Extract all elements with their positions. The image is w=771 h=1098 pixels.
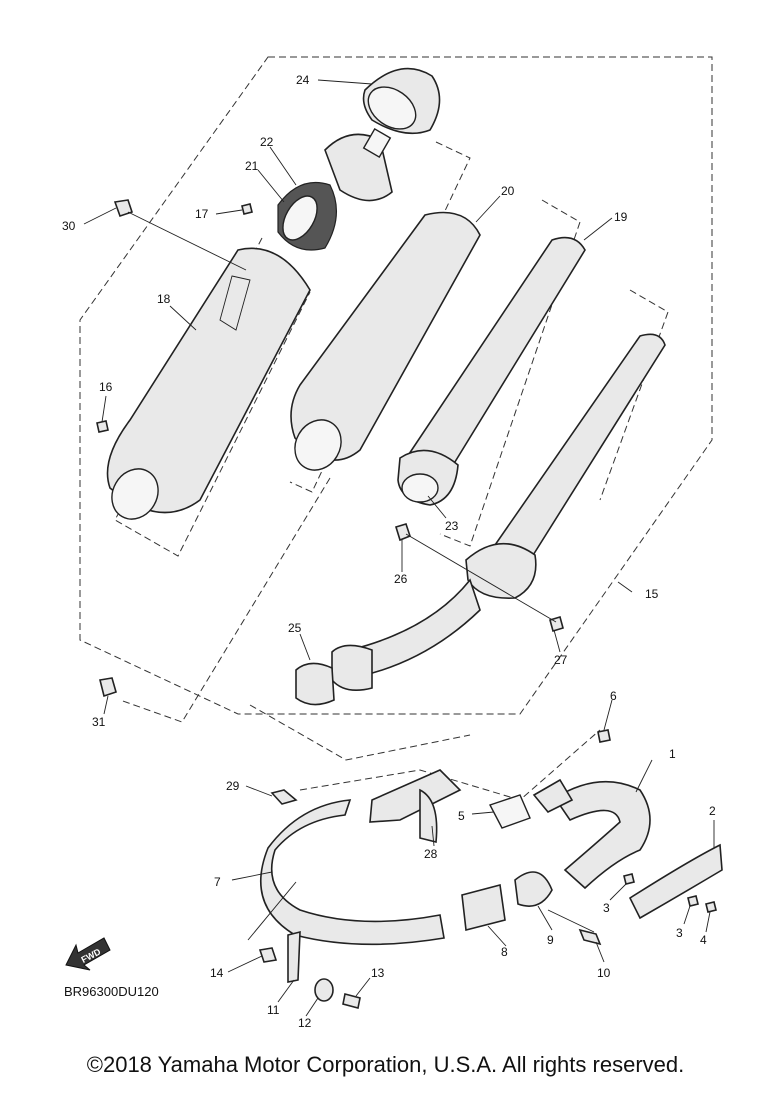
callout-26: 26: [394, 572, 408, 586]
fwd-arrow-icon: FWD: [65, 937, 111, 971]
part-1-header-pipe: [532, 778, 651, 890]
part-22-end-piece: [324, 128, 393, 202]
leader-lines: [83, 79, 715, 1017]
callout-15: 15: [645, 587, 659, 601]
part-5-gasket: [488, 794, 531, 829]
part-7-front-pipe: [260, 799, 445, 946]
callout-24: 24: [296, 73, 310, 87]
callout-12: 12: [298, 1016, 312, 1030]
callout-13: 13: [371, 966, 385, 980]
callout-3b: 3: [676, 926, 683, 940]
callout-31: 31: [92, 715, 106, 729]
callout-3a: 3: [603, 901, 610, 915]
callout-22: 22: [260, 135, 274, 149]
part-2-heat-guard: [628, 843, 723, 920]
callout-5: 5: [458, 809, 465, 823]
part-24-end-cap: [362, 67, 441, 135]
part-18-muffler-cover: [106, 247, 311, 520]
callout-16: 16: [99, 380, 113, 394]
callout-17: 17: [195, 207, 209, 221]
callout-10: 10: [597, 966, 611, 980]
callout-20: 20: [501, 184, 515, 198]
callout-29: 29: [226, 779, 240, 793]
callout-14: 14: [210, 966, 224, 980]
callout-4: 4: [700, 933, 707, 947]
callout-8: 8: [501, 945, 508, 959]
part-9-clamp: [514, 871, 553, 907]
callout-6: 6: [610, 689, 617, 703]
callout-11: 11: [267, 1003, 280, 1017]
callout-30: 30: [62, 219, 76, 233]
diagram-code: BR96300DU120: [64, 984, 159, 999]
callout-2: 2: [709, 804, 716, 818]
callout-21: 21: [245, 159, 259, 173]
callout-9: 9: [547, 933, 554, 947]
callout-25: 25: [288, 621, 302, 635]
callout-7: 7: [214, 875, 221, 889]
callout-19: 19: [614, 210, 628, 224]
part-19-inner-pipe: [397, 236, 586, 506]
part-15-exhaust-pipe: [331, 333, 666, 691]
callout-27: 27: [554, 653, 568, 667]
callout-23: 23: [445, 519, 459, 533]
callout-18: 18: [157, 292, 171, 306]
part-25-sleeve: [295, 662, 335, 706]
callout-1: 1: [669, 747, 676, 761]
callout-labels: 1 2 3 3 4 5 6 7 8 9 10 11 12 13 14 15 16…: [62, 73, 716, 1030]
part-21-packing-ring: [277, 181, 338, 251]
part-8-joint: [461, 883, 506, 932]
part-11-bracket: [287, 930, 301, 983]
part-20-silencer-body: [290, 211, 481, 471]
part-12-grommet: [314, 978, 334, 1002]
part-28-bracket: [369, 769, 462, 844]
small-fasteners: [96, 199, 717, 1009]
copyright-notice: ©2018 Yamaha Motor Corporation, U.S.A. A…: [86, 1052, 685, 1077]
callout-28: 28: [424, 847, 438, 861]
